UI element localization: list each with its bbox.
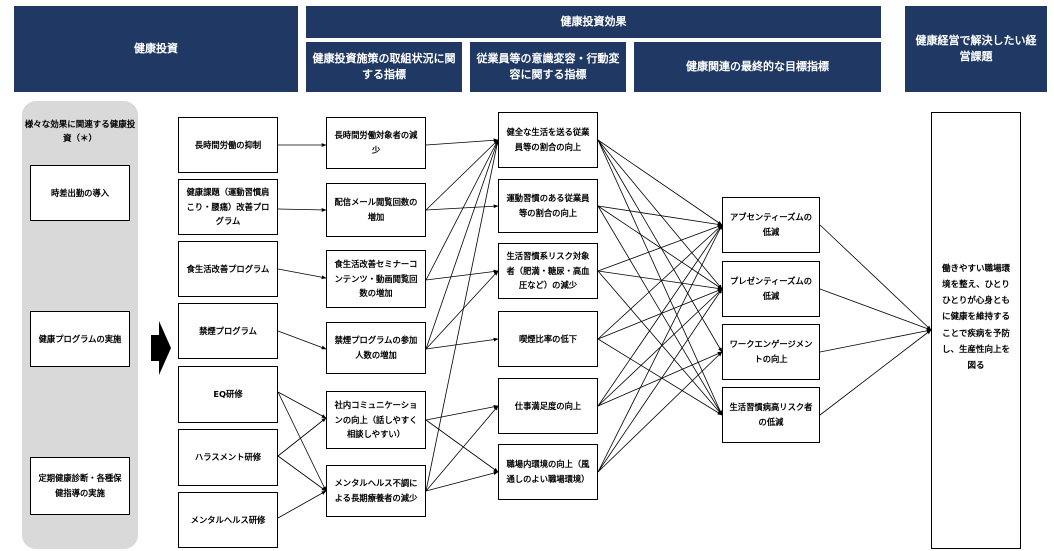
sidebar-item-health-checkup: 定期健康診断・各種保健指導の実施 <box>30 457 130 515</box>
connector-edge <box>277 268 327 280</box>
connector-edge <box>597 351 723 473</box>
connector-edge <box>819 288 932 331</box>
connector-edge <box>597 338 723 416</box>
header-management-issue: 健康経営で解決したい経営課題 <box>905 6 1047 92</box>
program-overtime-reduction: 長時間労働の抑制 <box>178 117 278 173</box>
outcome-presenteeism: プレゼンティーズムの低減 <box>722 261 820 317</box>
connector-edge <box>277 391 327 419</box>
program-exercise-improvement: 健康課題（運動習慣肩こり・腰痛）改善プログラム <box>178 179 278 235</box>
connector-edge <box>819 328 932 353</box>
indicator-mental-leave: メンタルヘルス不調による長期療養者の減少 <box>326 465 426 517</box>
connector-edge <box>425 139 500 492</box>
outcome-work-engagement: ワークエンゲージメントの向上 <box>722 324 820 380</box>
header-investment-effects: 健康投資効果 <box>306 6 881 38</box>
behavior-workplace-environment: 職場内環境の向上（風通しのよい職場環境） <box>498 444 598 500</box>
connector-edge <box>425 139 499 281</box>
connector-edge <box>597 270 723 416</box>
connector-edge <box>597 139 723 353</box>
connector-edge <box>277 490 327 519</box>
connector-edge <box>277 417 327 457</box>
connector-edge <box>597 139 723 226</box>
connector-edge <box>597 224 723 340</box>
connector-edge <box>597 139 723 416</box>
sidebar-item-staggered-commute: 時差出勤の導入 <box>30 165 130 221</box>
header-behavior-indicators: 従業員等の意識変容・行動変容に関する指標 <box>470 42 626 92</box>
indicator-overtime-reduction: 長時間労働対象者の減少 <box>326 117 426 169</box>
connector-edge <box>597 270 723 291</box>
connector-edge <box>425 405 499 492</box>
connector-edge <box>277 391 327 492</box>
big-arrow-icon <box>151 321 171 375</box>
indicator-email-views: 配信メール閲覧回数の増加 <box>326 183 426 237</box>
outcome-absenteeism: アブセンティーズムの低減 <box>722 197 820 253</box>
connector-edge <box>425 270 499 350</box>
connector-edge <box>277 207 327 212</box>
behavior-exercise-habit: 運動習慣のある従業員等の割合の向上 <box>498 179 598 233</box>
header-health-investment: 健康投資 <box>14 6 298 92</box>
connector-edge <box>597 224 723 473</box>
connector-edge <box>425 404 499 421</box>
connector-edge <box>425 269 499 281</box>
header-measure-indicators: 健康投資施策の取組状況に関する指標 <box>306 42 462 92</box>
connector-edge <box>425 138 499 146</box>
connector-edge <box>425 337 499 350</box>
connector-edge <box>597 139 723 290</box>
behavior-healthy-life: 健全な生活を送る従業員等の割合の向上 <box>498 112 598 168</box>
connector-edge <box>425 419 499 473</box>
connector-edge <box>597 224 723 407</box>
program-harassment-training: ハラスメント研修 <box>178 429 278 486</box>
sidebar-item-health-program: 健康プログラムの実施 <box>30 311 130 367</box>
connector-edge <box>819 329 932 416</box>
program-eq-training: EQ研修 <box>178 366 278 423</box>
program-smoking-cessation: 禁煙プログラム <box>178 303 278 359</box>
connector-edge <box>425 471 499 492</box>
program-diet-improvement: 食生活改善プログラム <box>178 241 278 297</box>
indicator-diet-content-views: 食生活改善セミナーコンテンツ・動画閲覧回数の増加 <box>326 250 426 308</box>
connector-edge <box>597 288 723 473</box>
connector-edge <box>277 455 327 492</box>
sidebar-title: 様々な効果に関連する健康投資（＊） <box>24 120 136 145</box>
program-mental-health-training: メンタルヘルス研修 <box>178 492 278 548</box>
behavior-job-satisfaction: 仕事満足度の向上 <box>498 378 598 434</box>
connector-edge <box>425 204 499 211</box>
connector-edge <box>597 288 723 340</box>
connector-edge <box>597 288 723 407</box>
connector-edge <box>425 139 499 350</box>
indicator-communication: 社内コミュニケーションの向上（話しやすく相談しやすい） <box>326 391 426 449</box>
behavior-smoking-rate: 喫煙比率の低下 <box>498 311 598 367</box>
indicator-smoking-participants: 禁煙プログラムの参加人数の増加 <box>326 322 426 374</box>
management-goal: 働きやすい職場環境を整え、ひとりひとりが心身ともに健康を維持することで疾病を予防… <box>931 112 1021 549</box>
connector-edge <box>597 205 723 227</box>
connector-edge <box>597 205 723 416</box>
outcome-lifestyle-disease-risk: 生活習慣病高リスク者の低減 <box>722 387 820 443</box>
connector-edge <box>597 205 723 290</box>
connector-edge <box>277 330 327 350</box>
connector-edge <box>425 139 499 211</box>
connector-edge <box>819 224 932 331</box>
behavior-lifestyle-risk: 生活習慣系リスク対象者（肥満・糖尿・高血圧など）の減少 <box>498 243 598 299</box>
header-final-indicators: 健康関連の最終的な目標指標 <box>634 42 881 92</box>
connector-edge <box>597 351 723 407</box>
connector-edge <box>597 224 723 272</box>
